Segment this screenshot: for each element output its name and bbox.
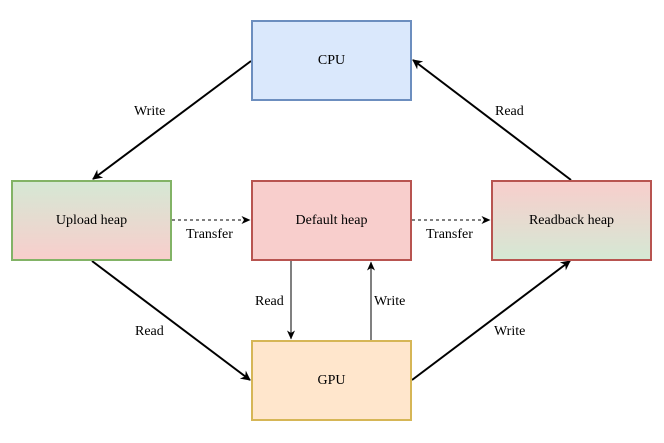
node-default-heap[interactable]: Default heap: [251, 180, 412, 261]
node-cpu[interactable]: CPU: [251, 20, 412, 101]
node-cpu-label: CPU: [317, 52, 346, 68]
node-upload-heap-label: Upload heap: [55, 212, 128, 228]
node-gpu[interactable]: GPU: [251, 340, 412, 421]
edge-label-gpu-to-readback: Write: [493, 324, 527, 340]
edge-label-upload-to-gpu: Read: [134, 324, 165, 340]
edge-label-default-to-gpu: Read: [254, 294, 285, 310]
edge-label-readback-to-cpu: Read: [494, 104, 525, 120]
node-upload-heap[interactable]: Upload heap: [11, 180, 172, 261]
node-readback-heap[interactable]: Readback heap: [491, 180, 652, 261]
node-default-heap-label: Default heap: [295, 212, 368, 228]
edge-gpu-to-readback[interactable]: [411, 260, 571, 381]
edge-upload-to-gpu[interactable]: [91, 260, 251, 381]
edge-label-default-to-readback: Transfer: [425, 227, 474, 243]
node-readback-heap-label: Readback heap: [528, 212, 615, 228]
edge-cpu-to-upload[interactable]: [92, 60, 252, 180]
edge-label-cpu-to-upload: Write: [133, 104, 167, 120]
edge-label-upload-to-default: Transfer: [185, 227, 234, 243]
edge-readback-to-cpu[interactable]: [412, 59, 572, 181]
edge-label-gpu-to-default: Write: [373, 294, 407, 310]
node-gpu-label: GPU: [317, 372, 346, 388]
